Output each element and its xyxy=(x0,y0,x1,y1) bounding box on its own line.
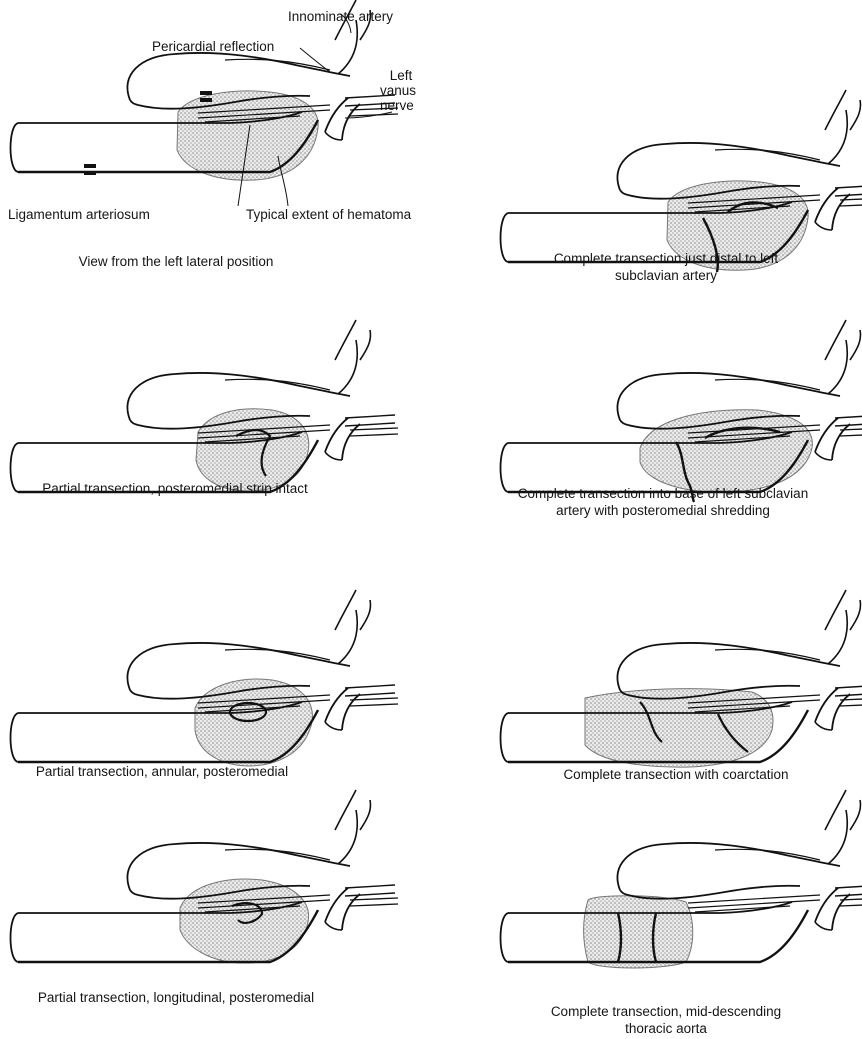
caption-line: Partial transection, annular, posteromed… xyxy=(12,763,312,780)
left-vagus-label-3: nerve xyxy=(380,97,414,114)
illustration-view-left-lateral xyxy=(11,0,399,206)
caption-line: Partial transection, longitudinal, poste… xyxy=(6,989,346,1006)
caption-line: Complete transection just distal to left xyxy=(496,250,836,267)
caption-line: thoracic aorta xyxy=(506,1020,826,1037)
caption-complete-coarctation: Complete transection with coarctation xyxy=(516,766,836,783)
caption-partial-posteromedial-strip: Partial transection, posteromedial strip… xyxy=(10,480,340,497)
caption-line: Complete transection, mid-descending xyxy=(506,1003,826,1020)
illustration-partial-posteromedial-strip xyxy=(11,320,399,492)
caption-line: artery with posteromedial shredding xyxy=(466,502,860,519)
caption-line: subclavian artery xyxy=(496,267,836,284)
caption-line: View from the left lateral position xyxy=(26,253,326,270)
hematoma-extent-label: Typical extent of hematoma xyxy=(246,206,411,223)
caption-partial-annular: Partial transection, annular, posteromed… xyxy=(12,763,312,780)
illustration-complete-into-subclavian xyxy=(501,320,862,502)
illustration-partial-annular xyxy=(11,590,399,766)
ligamentum-arteriosum-label: Ligamentum arteriosum xyxy=(8,206,150,223)
illustration-partial-longitudinal xyxy=(11,790,399,963)
caption-line: Complete transection into base of left s… xyxy=(466,485,860,502)
caption-view-left-lateral: View from the left lateral position xyxy=(26,253,326,270)
illustration-complete-transection-distal xyxy=(501,90,862,272)
caption-line: Complete transection with coarctation xyxy=(516,766,836,783)
pericardial-reflection-label: Pericardial reflection xyxy=(152,38,274,55)
caption-complete-transection-distal: Complete transection just distal to left… xyxy=(496,250,836,284)
caption-complete-into-subclavian: Complete transection into base of left s… xyxy=(466,485,860,519)
caption-complete-mid-descending: Complete transection, mid-descending tho… xyxy=(506,1003,826,1037)
innominate-artery-label: Innominate artery xyxy=(288,8,393,25)
illustration-complete-coarctation xyxy=(501,590,862,767)
illustration-complete-mid-descending xyxy=(501,790,862,968)
caption-partial-longitudinal: Partial transection, longitudinal, poste… xyxy=(6,989,346,1006)
caption-line: Partial transection, posteromedial strip… xyxy=(10,480,340,497)
